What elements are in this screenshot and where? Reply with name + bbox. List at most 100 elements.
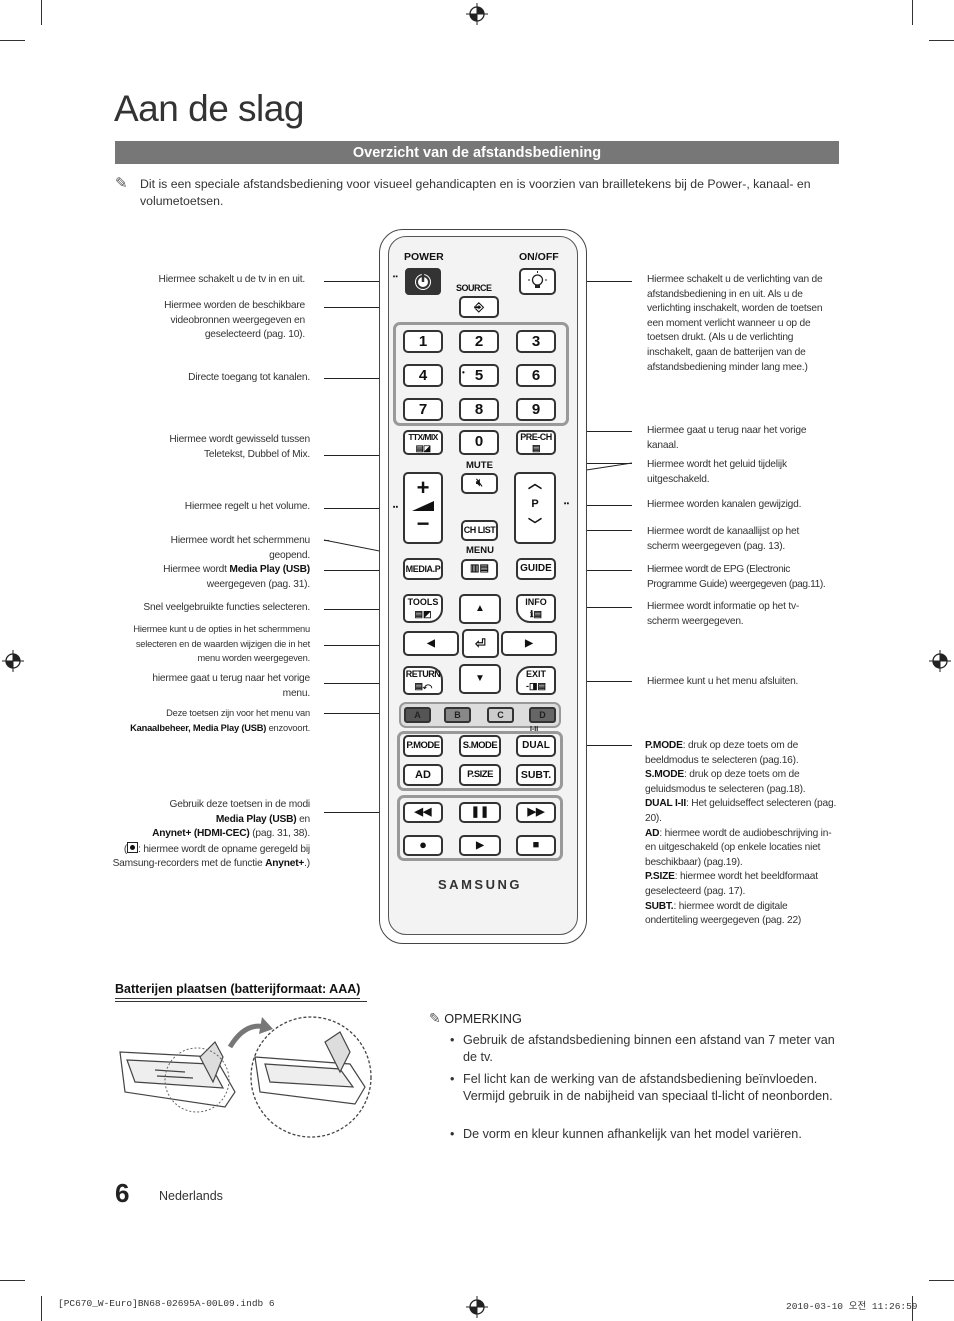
subt-button[interactable]: SUBT. [516, 764, 556, 786]
leader-line [556, 281, 632, 282]
nav-right-button[interactable]: ▶ [501, 631, 557, 656]
section-bar: Overzicht van de afstandsbediening [115, 141, 839, 164]
record-icon [127, 841, 139, 853]
digit-button[interactable]: 8 [459, 398, 499, 421]
arrow-right-icon: ▶ [525, 638, 533, 649]
s-mode-button[interactable]: S.MODE [459, 735, 501, 757]
tools-icon: ▤◩ [414, 609, 432, 619]
media-p-button[interactable]: MEDIA.P [403, 558, 443, 580]
colour-button-d[interactable]: D [529, 707, 556, 723]
leader-line [556, 431, 632, 432]
crop-mark [41, 1296, 42, 1321]
digit-button[interactable]: 2 [459, 330, 499, 353]
digit-button[interactable]: 7 [403, 398, 443, 421]
channel-rocker[interactable]: ︿ P ﹀ [514, 472, 556, 544]
note-item: •Gebruik de afstandsbediening binnen een… [450, 1033, 835, 1064]
p-mode-button[interactable]: P.MODE [403, 735, 443, 757]
play-icon: ▶ [476, 840, 484, 851]
enter-icon: ⏎ [475, 636, 486, 651]
label-mute: Hiermee wordt het geluid tijdelijk uitge… [647, 459, 787, 485]
return-button[interactable]: RETURN▤⤺ [403, 666, 443, 695]
leader-line [324, 609, 403, 610]
note-item: •Fel licht kan de werking van de afstand… [450, 1072, 833, 1103]
volume-rocker[interactable]: + − [403, 472, 443, 544]
mode-desc: S.MODE: druk op deze toets om de geluids… [645, 769, 806, 795]
return-label: RETURN [405, 669, 441, 679]
crop-mark [0, 40, 25, 41]
braille-dots: ⠒ [392, 272, 399, 282]
ad-button[interactable]: AD [403, 764, 443, 786]
onoff-label: ON/OFF [519, 251, 559, 263]
guide-button[interactable]: GUIDE [516, 558, 556, 580]
digit-button[interactable]: 1 [403, 330, 443, 353]
leader-line [324, 713, 399, 714]
stop-icon: ■ [532, 839, 540, 851]
leader-line [556, 463, 632, 464]
bullet-icon: • [450, 1033, 455, 1047]
label-guide: Hiermee wordt de EPG (Electronic Program… [647, 564, 826, 590]
mode-keys [397, 731, 563, 791]
exit-button[interactable]: EXIT-◨▤ [516, 666, 556, 695]
colour-button-b[interactable]: B [444, 707, 471, 723]
pre-ch-button[interactable]: PRE-CH▤ [516, 430, 556, 455]
crop-mark [0, 1280, 25, 1281]
mute-button[interactable]: 🔇︎ [461, 473, 498, 494]
onoff-light-button[interactable] [519, 268, 556, 295]
arrow-down-icon: ▼ [475, 673, 485, 684]
stop-button[interactable]: ■ [516, 835, 556, 856]
leader-line [324, 812, 399, 813]
digit-button[interactable]: 9 [516, 398, 556, 421]
pause-button[interactable]: ❚❚ [459, 802, 501, 823]
tools-button[interactable]: TOOLS▤◩ [403, 594, 443, 623]
fast-forward-button[interactable]: ▶▶ [516, 802, 556, 823]
digit-button[interactable]: 0 [459, 430, 499, 455]
footer-file: [PC670_W-Euro]BN68-02695A-00L09.indb 6 [58, 1298, 275, 1309]
registration-mark-icon [466, 1296, 488, 1318]
digit-button[interactable]: 3 [516, 330, 556, 353]
play-button[interactable]: ▶ [459, 835, 501, 856]
pause-icon: ❚❚ [470, 806, 490, 818]
ttx-mix-button[interactable]: TTX/MIX▤◪ [403, 430, 443, 455]
braille-dots: ⠉ [563, 502, 570, 513]
nav-enter-button[interactable]: ⏎ [462, 629, 499, 658]
battery-illustration [119, 1016, 372, 1138]
registration-mark-icon [466, 3, 488, 25]
menu-icon: ▥▤ [470, 563, 489, 574]
source-button[interactable]: ⎆ [459, 296, 499, 318]
power-button[interactable] [405, 268, 441, 295]
volume-down-icon: − [416, 511, 430, 536]
label-info: Hiermee wordt informatie op het tv-scher… [647, 601, 800, 627]
nav-up-button[interactable]: ▲ [459, 594, 501, 624]
pencil-note-icon: ✎ [115, 175, 128, 192]
dual-button[interactable]: DUAL [516, 735, 556, 757]
menu-button[interactable]: ▥▤ [461, 559, 498, 580]
label-chlist: Hiermee wordt de kanaallijst op het sche… [647, 526, 800, 552]
p-size-button[interactable]: P.SIZE [459, 764, 501, 786]
colour-button-a[interactable]: A [404, 707, 431, 723]
braille-dots: ⠒ [392, 503, 399, 514]
ch-list-button[interactable]: CH LIST [461, 520, 498, 541]
label-exit: Hiermee kunt u het menu afsluiten. [647, 676, 799, 687]
battery-heading-rule [115, 1001, 367, 1002]
nav-left-button[interactable]: ◀ [403, 631, 459, 656]
light-bulb-icon [528, 271, 547, 288]
digit-button[interactable]: 4 [403, 364, 443, 387]
crop-mark [929, 40, 954, 41]
info-label: INFO [525, 597, 547, 607]
label-onoff-light: Hiermee schakelt u de verlichting van de… [647, 274, 823, 373]
nav-down-button[interactable]: ▼ [459, 664, 501, 694]
label-volume: Hiermee regelt u het volume. [184, 501, 310, 512]
colour-button-c[interactable]: C [487, 707, 514, 723]
digit-button[interactable]: 6 [516, 364, 556, 387]
record-dot-icon: ● [419, 837, 427, 852]
label-mediaplay-bold: Media Play (USB) [229, 564, 310, 575]
source-label: SOURCE [456, 283, 492, 293]
mode-desc: P.MODE: druk op deze toets om de beeldmo… [645, 740, 799, 766]
volume-up-icon: + [416, 475, 430, 500]
rewind-button[interactable]: ◀◀ [403, 802, 443, 823]
record-button[interactable]: ● [403, 835, 443, 856]
note-item: •De vorm en kleur kunnen afhankelijk van… [450, 1127, 802, 1141]
channel-up-icon: ︿ [528, 475, 542, 491]
digit-button[interactable]: 5 [459, 364, 499, 387]
